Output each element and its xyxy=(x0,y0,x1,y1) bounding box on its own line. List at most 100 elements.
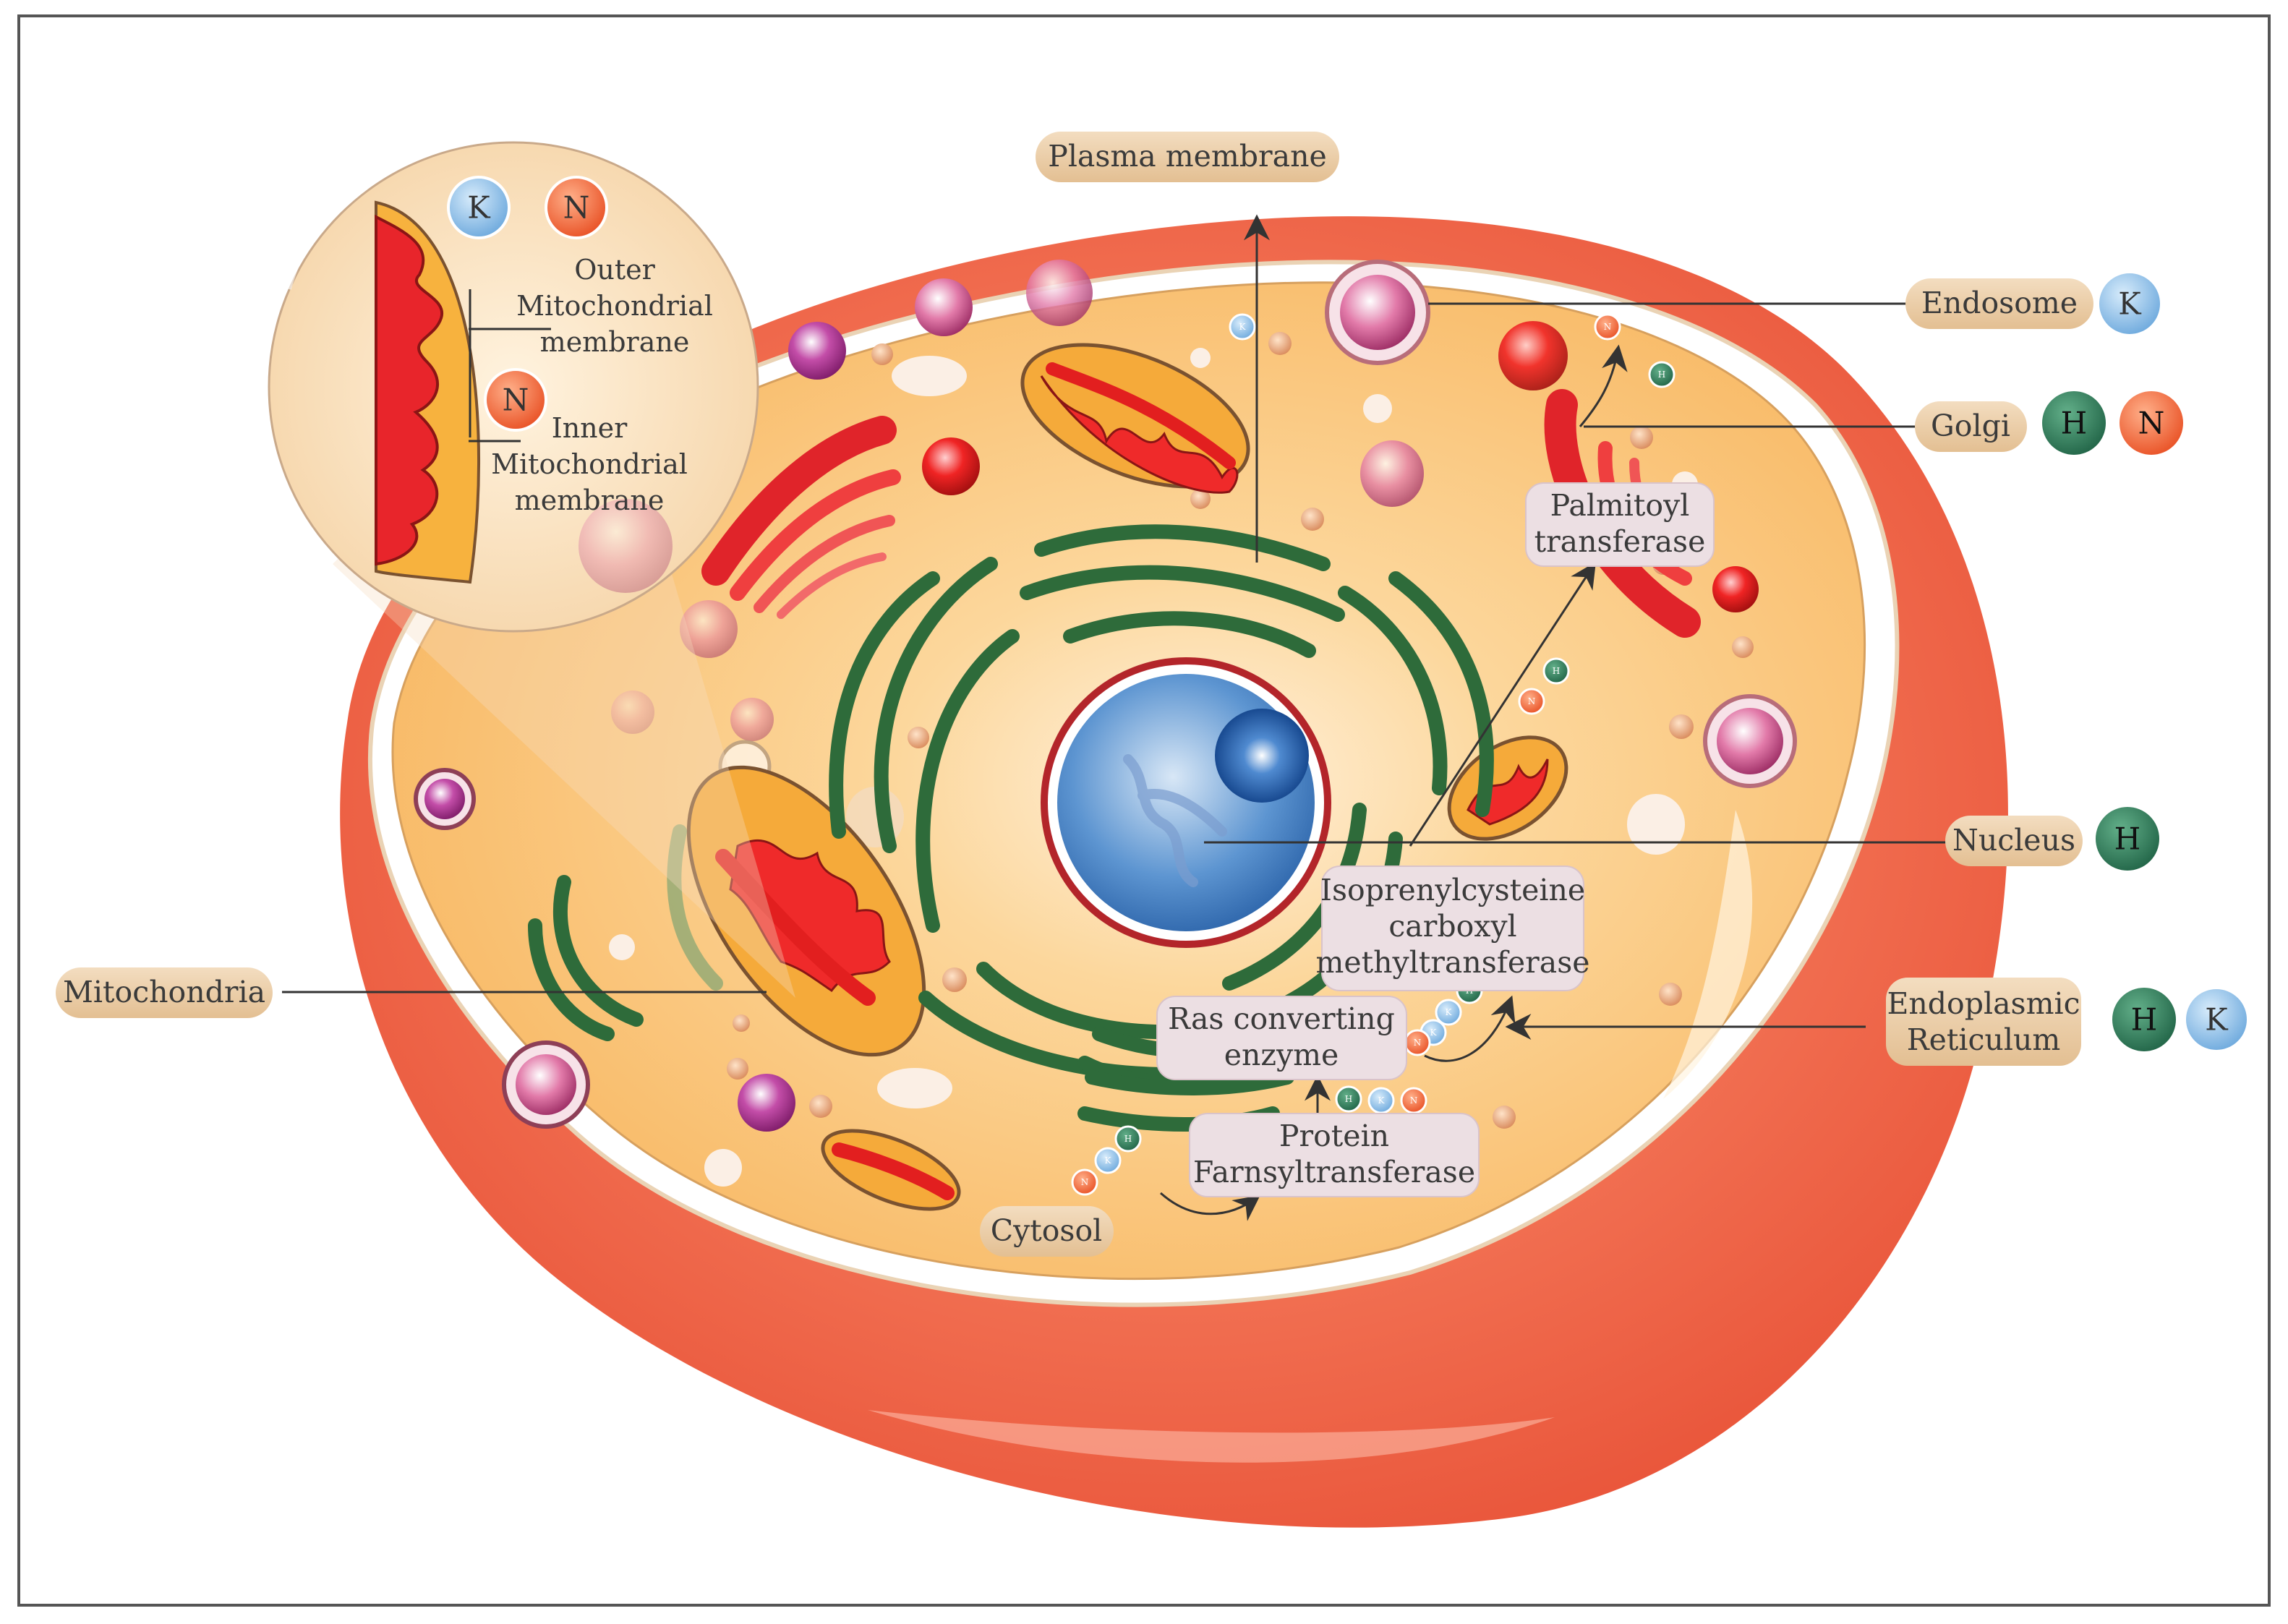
vesicle-pale xyxy=(609,934,635,960)
mitochondrion-bottom xyxy=(821,1129,961,1211)
mini-k: K xyxy=(1094,1147,1122,1174)
svg-text:H: H xyxy=(1345,1094,1352,1104)
outer-membrane-label-2: Mitochondrial xyxy=(516,290,713,322)
endosome-k-badge: K xyxy=(2096,270,2163,337)
inner-membrane-label-3: membrane xyxy=(515,484,665,516)
inset-k-badge: K xyxy=(447,176,511,239)
location-labels: Plasma membrane Endosome Golgi Nucleus E… xyxy=(56,132,2093,1257)
svg-text:K: K xyxy=(1239,322,1247,332)
svg-text:Reticulum: Reticulum xyxy=(1907,1022,2061,1057)
bead xyxy=(871,343,893,365)
svg-text:methyltransferase: methyltransferase xyxy=(1315,945,1589,980)
nucleus xyxy=(1041,657,1331,948)
mini-h: H xyxy=(1648,361,1676,388)
svg-text:Endosome: Endosome xyxy=(1921,286,2078,320)
mini-h: H xyxy=(1335,1085,1362,1113)
figure-frame xyxy=(17,14,2271,1607)
bead xyxy=(1301,508,1324,531)
vesicle xyxy=(738,1074,795,1132)
chromatin xyxy=(1123,754,1227,887)
vesicle-pale xyxy=(892,356,967,396)
svg-text:Endoplasmic: Endoplasmic xyxy=(1887,986,2080,1021)
svg-text:N: N xyxy=(563,190,590,226)
bead xyxy=(733,1014,750,1032)
svg-text:N: N xyxy=(1528,696,1536,706)
vesicle-pale xyxy=(1363,394,1392,423)
inset-mito-inner xyxy=(375,214,444,566)
svg-text:K: K xyxy=(467,190,491,226)
mini-h: H xyxy=(1542,657,1570,685)
cytoplasm-glare xyxy=(1663,810,1753,1099)
svg-text:Nucleus: Nucleus xyxy=(1952,823,2075,858)
vesicle-pale xyxy=(877,1068,952,1108)
endosome-label: Endosome xyxy=(1905,278,2093,329)
svg-text:H: H xyxy=(1553,666,1560,676)
svg-text:K: K xyxy=(1378,1095,1386,1106)
mitochondria-label: Mitochondria xyxy=(56,967,273,1018)
mini-n: N xyxy=(1594,313,1621,341)
bead xyxy=(1732,636,1754,658)
vesicle xyxy=(730,698,774,741)
vesicle xyxy=(1340,275,1415,350)
svg-text:Isoprenylcysteine: Isoprenylcysteine xyxy=(1320,873,1585,907)
mini-k: K xyxy=(1229,313,1256,341)
ras-badges: K H N H H K xyxy=(2039,270,2250,1054)
svg-text:Plasma membrane: Plasma membrane xyxy=(1048,139,1327,174)
mitochondrion-left xyxy=(686,765,926,1057)
er-k-badge: K xyxy=(2183,986,2250,1053)
svg-text:Cytosol: Cytosol xyxy=(991,1213,1103,1248)
svg-text:N: N xyxy=(1604,322,1612,332)
svg-text:Farnsyltransferase: Farnsyltransferase xyxy=(1193,1155,1475,1189)
svg-text:N: N xyxy=(2138,406,2165,441)
golgi-n-badge: N xyxy=(2117,388,2186,458)
bead xyxy=(1268,332,1292,355)
svg-text:Palmitoyl: Palmitoyl xyxy=(1550,488,1690,523)
mini-h: H xyxy=(1114,1125,1142,1153)
rce-to-icmt xyxy=(1424,995,1516,1062)
bead xyxy=(1190,489,1211,509)
svg-text:Protein: Protein xyxy=(1279,1119,1389,1153)
icmt-label: Isoprenylcysteine carboxyl methyltransfe… xyxy=(1315,866,1590,991)
bead xyxy=(942,967,967,992)
bead xyxy=(1659,983,1682,1006)
svg-text:Golgi: Golgi xyxy=(1931,409,2010,443)
svg-text:N: N xyxy=(1410,1095,1418,1106)
inset-n-badge-side: N xyxy=(484,368,547,432)
cytosol-label: Cytosol xyxy=(980,1206,1114,1257)
svg-text:K: K xyxy=(1446,1007,1453,1017)
vesicle xyxy=(915,278,973,336)
svg-text:Mitochondria: Mitochondria xyxy=(63,975,265,1009)
vesicle xyxy=(788,322,846,380)
mini-n: N xyxy=(1400,1087,1427,1114)
mitochondrion-top xyxy=(1020,343,1250,494)
golgi-label: Golgi xyxy=(1915,401,2027,452)
mini-n: N xyxy=(1404,1029,1431,1056)
mini-k: K xyxy=(1435,999,1462,1026)
palmitoyl-transferase-label: Palmitoyl transferase xyxy=(1525,482,1715,567)
er-label: Endoplasmic Reticulum xyxy=(1886,978,2081,1066)
bead xyxy=(727,1058,748,1080)
golgi-h-badge: H xyxy=(2039,388,2109,458)
icmt-to-palmitoyl xyxy=(1409,561,1596,847)
vesicle xyxy=(516,1054,576,1115)
outer-membrane-label-1: Outer xyxy=(574,254,655,286)
svg-text:carboxyl: carboxyl xyxy=(1388,909,1516,944)
vesicle xyxy=(611,691,654,734)
svg-text:enzyme: enzyme xyxy=(1224,1038,1339,1072)
svg-text:H: H xyxy=(1124,1134,1132,1144)
inset-rim-highlight xyxy=(287,111,740,290)
svg-text:H: H xyxy=(2061,406,2088,441)
mini-n: N xyxy=(1071,1168,1098,1196)
bead xyxy=(908,727,929,748)
vesicle xyxy=(922,437,980,495)
svg-text:H: H xyxy=(1658,369,1665,380)
bead xyxy=(1630,426,1653,449)
vesicle xyxy=(579,499,673,593)
svg-text:K: K xyxy=(1430,1027,1438,1038)
cell-wall-highlight xyxy=(868,1410,1555,1463)
callout-lines xyxy=(282,214,1949,1221)
svg-text:K: K xyxy=(1105,1155,1112,1166)
svg-text:N: N xyxy=(503,383,529,418)
palmitoyl-to-pm xyxy=(1579,344,1628,427)
svg-text:K: K xyxy=(2205,1002,2229,1038)
